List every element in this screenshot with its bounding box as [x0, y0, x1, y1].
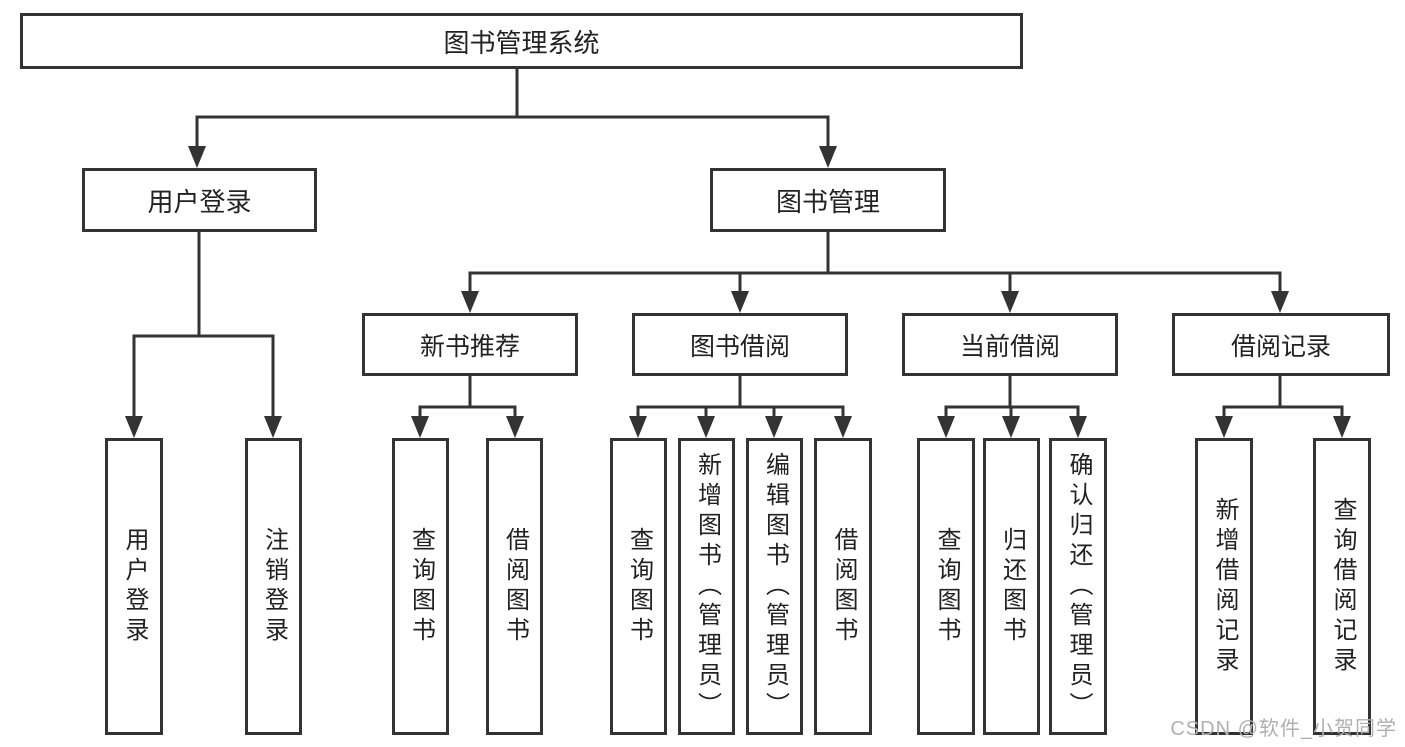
leaf-label: 借阅图书: [501, 526, 529, 647]
leaf-add-book-admin: 新增图书（管理员）: [678, 438, 735, 735]
leaf-return-book: 归还图书: [983, 438, 1040, 735]
leaf-edit-book-admin: 编辑图书（管理员）: [746, 438, 803, 735]
node-label: 借阅记录: [1230, 332, 1331, 361]
leaf-query-borrow-record: 查询借阅记录: [1313, 438, 1371, 735]
leaf-label: 注销登录: [260, 526, 288, 647]
leaf-label: 查询图书: [407, 526, 435, 647]
leaf-label: 新增借阅记录: [1211, 496, 1238, 677]
leaf-user-login: 用户登录: [105, 438, 163, 735]
leaf-label: 查询借阅记录: [1329, 496, 1356, 677]
node-label: 图书借阅: [689, 332, 790, 361]
node-book-borrow: 图书借阅: [632, 313, 848, 376]
leaf-query-book-1: 查询图书: [392, 438, 449, 735]
leaf-query-book-2: 查询图书: [610, 438, 667, 735]
node-current-borrow: 当前借阅: [902, 313, 1118, 376]
leaf-label: 编辑图书（管理员）: [761, 451, 789, 722]
leaf-label: 归还图书: [998, 526, 1026, 647]
leaf-label: 确认归还（管理员）: [1065, 451, 1092, 722]
csdn-watermark: CSDN @软件_小贺同学: [1170, 718, 1397, 740]
node-new-book-recommend: 新书推荐: [362, 313, 578, 376]
leaf-confirm-return-admin: 确认归还（管理员）: [1049, 438, 1107, 735]
leaf-query-book-3: 查询图书: [917, 438, 975, 735]
leaf-add-borrow-record: 新增借阅记录: [1195, 438, 1253, 735]
node-user-login: 用户登录: [82, 168, 317, 232]
node-label: 当前借阅: [959, 332, 1060, 361]
leaf-borrow-book-2: 借阅图书: [814, 438, 872, 735]
node-root-system: 图书管理系统: [20, 13, 1023, 69]
node-label: 用户登录: [147, 186, 252, 217]
leaf-label: 查询图书: [933, 526, 960, 647]
leaf-label: 查询图书: [625, 526, 653, 647]
node-label: 新书推荐: [419, 332, 520, 361]
root-label: 图书管理系统: [443, 27, 600, 58]
node-borrow-records: 借阅记录: [1172, 313, 1390, 376]
leaf-label: 借阅图书: [830, 526, 857, 647]
leaf-label: 新增图书（管理员）: [693, 451, 721, 722]
node-label: 图书管理: [775, 186, 880, 217]
leaf-logout: 注销登录: [245, 438, 302, 735]
node-book-management: 图书管理: [710, 168, 946, 232]
leaf-borrow-book-1: 借阅图书: [486, 438, 543, 735]
leaf-label: 用户登录: [121, 526, 148, 647]
